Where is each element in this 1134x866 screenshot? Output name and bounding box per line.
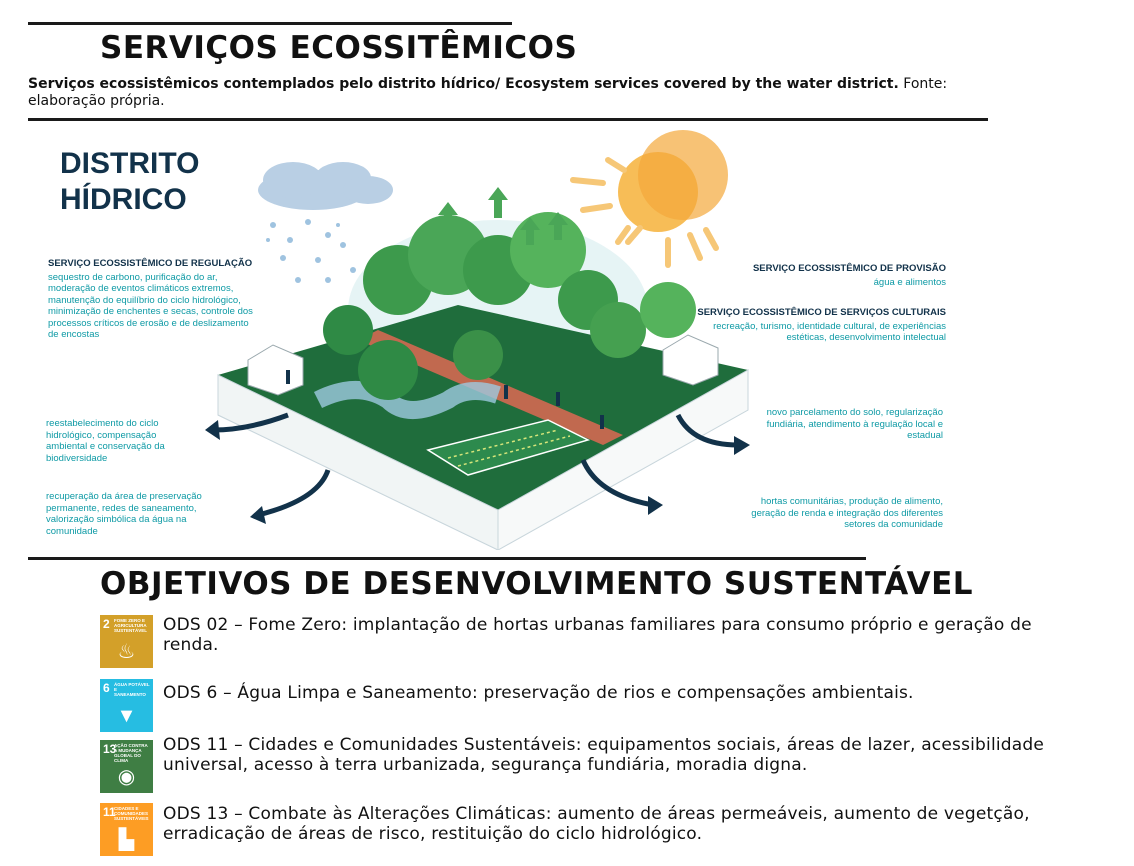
ods-item: 11 CIDADES E COMUNIDADES SUSTENTÁVEIS ▙ …: [100, 803, 1063, 856]
section-title-ods: OBJETIVOS DE DESENVOLVIMENTO SUSTENTÁVEL: [100, 566, 974, 602]
up-arrows: [438, 187, 568, 245]
section-title-ecosystem: SERVIÇOS ECOSSITÊMICOS: [100, 30, 578, 66]
right-note-1: novo parcelamento do solo, regularização…: [766, 407, 943, 441]
rain-icon: [266, 219, 356, 283]
sdg-badge-13: 13 AÇÃO CONTRA A MUDANÇA GLOBAL DO CLIMA…: [100, 740, 153, 793]
sun-icon: [570, 130, 728, 268]
water-glass-icon: ▼: [116, 705, 137, 727]
sdg-number: 6: [103, 681, 110, 695]
cultural-service: SERVIÇO ECOSSISTÊMICO DE SERVIÇOS CULTUR…: [695, 307, 946, 344]
sdg-label: FOME ZERO E AGRICULTURA SUSTENTÁVEL: [114, 618, 148, 633]
left-note-2: recuperação da área de preservação perma…: [46, 491, 202, 537]
ods-item: 13 AÇÃO CONTRA A MUDANÇA GLOBAL DO CLIMA…: [100, 735, 1063, 793]
sdg-label: ÁGUA POTÁVEL E SANEAMENTO: [114, 682, 150, 697]
cultural-body: recreação, turismo, identidade cultural,…: [713, 320, 946, 344]
figure-caption: Serviços ecossistêmicos contemplados pel…: [28, 76, 988, 110]
ods-text: ODS 6 – Água Limpa e Saneamento: preserv…: [163, 683, 914, 703]
ods-rule: [28, 557, 866, 560]
flow-arrows: [212, 412, 739, 518]
regulation-body: sequestro de carbono, purificação do ar,…: [48, 271, 253, 341]
sdg-label: AÇÃO CONTRA A MUDANÇA GLOBAL DO CLIMA: [114, 743, 148, 763]
district-title: DISTRITO HÍDRICO: [60, 146, 199, 218]
bowl-icon: ♨: [117, 641, 136, 663]
right-note-2: hortas comunitárias, produção de aliment…: [751, 496, 943, 530]
caption-bold: Serviços ecossistêmicos contemplados pel…: [28, 76, 899, 92]
sdg-label: CIDADES E COMUNIDADES SUSTENTÁVEIS: [114, 806, 149, 821]
regulation-service: SERVIÇO ECOSSISTÊMICO DE REGULAÇÃO seque…: [48, 258, 258, 341]
provision-head: SERVIÇO ECOSSISTÊMICO DE PROVISÃO: [752, 263, 946, 274]
district-title-line2: HÍDRICO: [60, 183, 187, 216]
caption-source: Fonte: elaboração própria.: [28, 76, 948, 109]
cloud-icon: [258, 162, 393, 210]
sdg-badge-11: 11 CIDADES E COMUNIDADES SUSTENTÁVEIS ▙: [100, 803, 153, 856]
ods-text: ODS 13 – Combate às Alterações Climática…: [163, 804, 1030, 844]
water-district-illustration: [205, 130, 750, 550]
provision-body: água e alimentos: [873, 276, 946, 288]
ods-item: 2 FOME ZERO E AGRICULTURA SUSTENTÁVEL ♨ …: [100, 615, 1063, 668]
ods-text: ODS 02 – Fome Zero: implantação de horta…: [163, 615, 1032, 655]
sdg-number: 11: [103, 805, 116, 819]
sdg-badge-6: 6 ÁGUA POTÁVEL E SANEAMENTO ▼: [100, 679, 153, 732]
provision-service: SERVIÇO ECOSSISTÊMICO DE PROVISÃO água e…: [740, 263, 946, 288]
cultural-head: SERVIÇO ECOSSISTÊMICO DE SERVIÇOS CULTUR…: [697, 307, 946, 318]
sdg-number: 13: [103, 742, 117, 756]
city-icon: ▙: [118, 829, 135, 851]
left-note-1: reestabelecimento do ciclo hidrológico, …: [46, 418, 165, 464]
sdg-badge-2: 2 FOME ZERO E AGRICULTURA SUSTENTÁVEL ♨: [100, 615, 153, 668]
caption-rule: [28, 118, 988, 121]
ods-item: 6 ÁGUA POTÁVEL E SANEAMENTO ▼ ODS 6 – Ág…: [100, 679, 1063, 732]
ods-text: ODS 11 – Cidades e Comunidades Sustentáv…: [163, 735, 1045, 775]
top-rule: [28, 22, 512, 25]
regulation-head: SERVIÇO ECOSSISTÊMICO DE REGULAÇÃO: [48, 258, 253, 269]
sdg-number: 2: [103, 617, 110, 631]
eye-globe-icon: ◉: [117, 766, 136, 788]
district-title-line1: DISTRITO: [60, 147, 200, 180]
